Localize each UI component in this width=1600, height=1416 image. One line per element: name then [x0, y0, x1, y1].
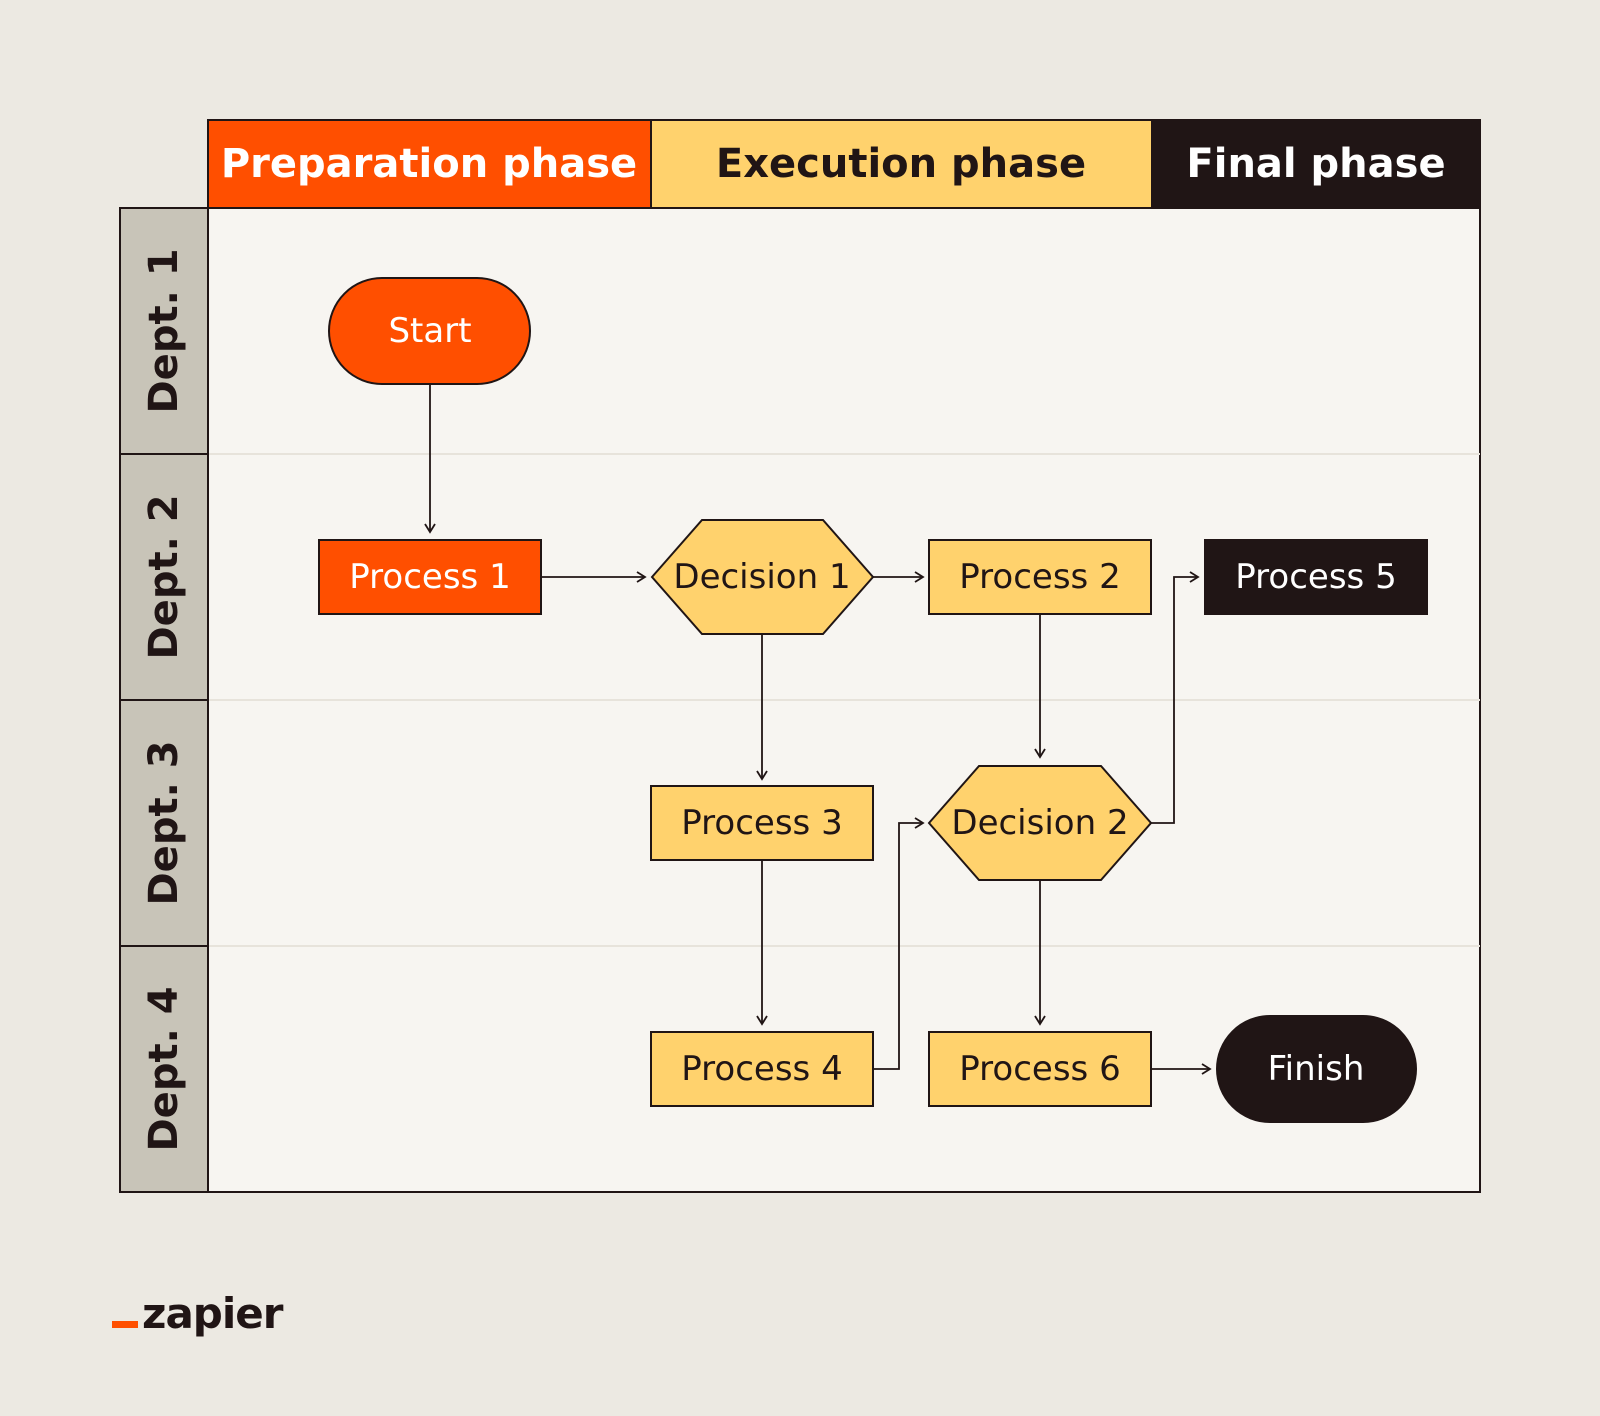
- zapier-logo: zapier: [112, 1285, 283, 1338]
- node-start: Start: [328, 277, 531, 385]
- node-process6: Process 6: [928, 1031, 1152, 1107]
- phase-header-execution: Execution phase: [650, 119, 1153, 209]
- zapier-logo-underscore: [112, 1321, 138, 1328]
- edge-process4-to-decision2: [874, 817, 925, 1070]
- dept-header-2: Dept. 2: [119, 453, 209, 701]
- node-process5-shape: [1204, 539, 1428, 615]
- zapier-logo-text: zapier: [142, 1289, 283, 1338]
- phase-header-final-label: Final phase: [1186, 141, 1445, 187]
- node-process1-shape: [318, 539, 542, 615]
- dept-header-3-bg: [119, 699, 209, 947]
- node-process2: Process 2: [928, 539, 1152, 615]
- node-process3: Process 3: [650, 785, 874, 861]
- dept-header-4: Dept. 4: [119, 945, 209, 1193]
- node-decision2: Decision 2: [927, 765, 1153, 881]
- node-process4-label: Process 4: [681, 1049, 842, 1089]
- node-process2-shape: [928, 539, 1152, 615]
- node-process5-label: Process 5: [1235, 557, 1396, 597]
- dept-header-4-bg: [119, 945, 209, 1193]
- phase-header-execution-bg: [650, 119, 1153, 209]
- dept-header-2-label: Dept. 2: [141, 494, 187, 659]
- node-process3-label: Process 3: [681, 803, 842, 843]
- node-finish-shape: [1216, 1015, 1417, 1123]
- node-decision1-label: Decision 1: [673, 557, 850, 597]
- node-process4-shape: [650, 1031, 874, 1107]
- node-decision1-shape: [650, 519, 875, 635]
- node-process3-shape: [650, 785, 874, 861]
- dept-header-3-label: Dept. 3: [141, 740, 187, 905]
- edge-decision2-to-process5: [1151, 571, 1200, 824]
- phase-header-final: Final phase: [1151, 119, 1481, 209]
- node-start-shape: [328, 277, 531, 385]
- node-process5: Process 5: [1204, 539, 1428, 615]
- node-decision2-shape: [927, 765, 1153, 881]
- node-process4: Process 4: [650, 1031, 874, 1107]
- phase-header-preparation-label: Preparation phase: [221, 141, 637, 187]
- dept-header-3: Dept. 3: [119, 699, 209, 947]
- connectors: [424, 384, 1212, 1075]
- node-decision2-label: Decision 2: [951, 803, 1128, 843]
- node-process1: Process 1: [318, 539, 542, 615]
- node-start-label: Start: [388, 311, 471, 351]
- dept-header-1: Dept. 1: [119, 207, 209, 455]
- node-process6-shape: [928, 1031, 1152, 1107]
- node-finish-label: Finish: [1268, 1049, 1365, 1089]
- node-process6-label: Process 6: [959, 1049, 1120, 1089]
- phase-header-preparation: Preparation phase: [207, 119, 652, 209]
- node-process1-label: Process 1: [349, 557, 510, 597]
- dept-header-4-label: Dept. 4: [141, 986, 187, 1151]
- node-finish: Finish: [1216, 1015, 1417, 1123]
- phase-header-preparation-bg: [207, 119, 652, 209]
- phase-header-execution-label: Execution phase: [716, 141, 1086, 187]
- dept-header-1-label: Dept. 1: [141, 248, 187, 413]
- node-process2-label: Process 2: [959, 557, 1120, 597]
- phase-header-final-bg: [1151, 119, 1481, 209]
- node-decision1: Decision 1: [650, 519, 875, 635]
